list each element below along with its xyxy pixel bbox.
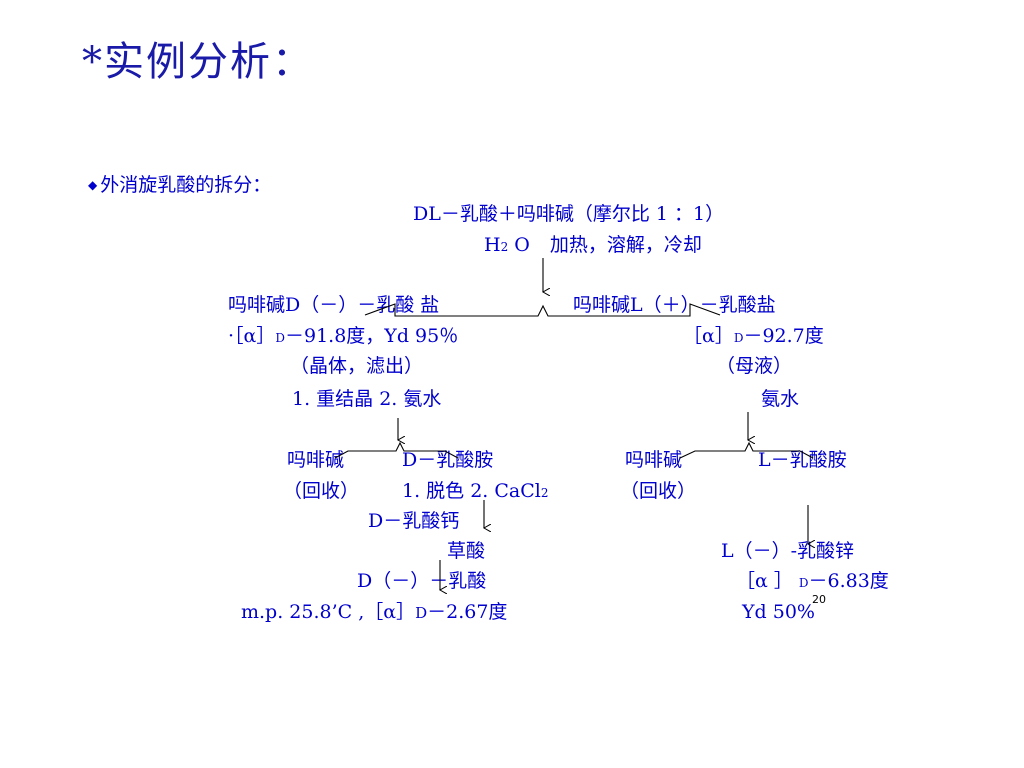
split-bracket-right <box>679 441 814 459</box>
start-material: DL－乳酸＋吗啡碱（摩尔比 1 ：1） <box>413 203 725 225</box>
zinc-yield: Yd 50% <box>742 601 815 623</box>
slide-title: *实例分析： <box>82 39 314 85</box>
zinc-rotation-value: －6.83度 <box>808 570 889 592</box>
left-product-steps-sub: 2 <box>540 486 549 500</box>
left-rotation: ·［α］D－91.8度，Yd 95％ <box>228 327 458 346</box>
diamond-bullet-icon: ◆ <box>88 178 98 192</box>
right-salt: 吗啡碱L（＋）－乳酸盐 <box>573 294 776 316</box>
left-product-steps: 1. 脱色 2. CaCl2 <box>402 482 549 501</box>
bullet-item: ◆外消旋乳酸的拆分： <box>88 176 271 195</box>
left-state: （晶体，滤出） <box>290 355 424 377</box>
left-recover-name: 吗啡碱 <box>287 449 345 471</box>
right-rotation-value: －92.7度 <box>743 325 824 347</box>
split-bracket-top <box>364 303 721 317</box>
bullet-text: 外消旋乳酸的拆分： <box>100 174 272 196</box>
left-steps: 1. 重结晶 2. 氨水 <box>292 388 442 410</box>
split-bracket-left <box>334 441 459 459</box>
zinc-rotation: ［α ］ D－6.83度 <box>736 572 889 591</box>
condition-h: H <box>484 234 501 256</box>
right-rotation: ［α］D－92.7度 <box>683 327 824 346</box>
page-number: 20 <box>812 593 826 606</box>
calcium-salt: D－乳酸钙 <box>368 510 460 532</box>
condition-subscript: 2 <box>500 240 509 254</box>
final-left-props-text: m.p. 25.8’C ,［α］ <box>241 601 416 623</box>
condition-o: O <box>508 234 530 256</box>
right-rotation-alpha: ［α］ <box>683 325 734 347</box>
left-salt: 吗啡碱D（－）－乳酸 盐 <box>228 294 440 316</box>
final-left-product: D（－）－乳酸 <box>357 570 487 592</box>
reaction-condition: H2 O 加热，溶解，冷却 <box>484 236 702 255</box>
zinc-salt: L（－）-乳酸锌 <box>721 540 855 562</box>
right-recover-tag: （回收） <box>620 480 697 502</box>
left-rotation-alpha: ·［α］ <box>228 325 276 347</box>
zinc-rotation-sub: D <box>798 576 809 590</box>
left-product-steps-text: 1. 脱色 2. CaCl <box>402 480 541 502</box>
zinc-rotation-alpha: ［α ］ <box>736 570 793 592</box>
final-left-props-sub: D <box>415 604 428 622</box>
left-rotation-sub: D <box>275 331 285 345</box>
final-left-props: m.p. 25.8’C ,［α］D－2.67度 <box>241 603 507 622</box>
right-recover-name: 吗啡碱 <box>625 449 683 471</box>
left-recover-tag: （回收） <box>283 480 360 502</box>
condition-text: 加热，溶解，冷却 <box>549 234 702 256</box>
right-step: 氨水 <box>761 388 800 410</box>
final-left-props-value: －2.67度 <box>427 601 508 623</box>
right-product: L－乳酸胺 <box>758 449 847 471</box>
oxalic-acid: 草酸 <box>447 540 486 562</box>
right-rotation-sub: D <box>733 331 744 345</box>
left-product: D－乳酸胺 <box>402 449 494 471</box>
left-rotation-value: －91.8度，Yd 95％ <box>285 325 459 347</box>
right-state: （母液） <box>716 355 793 377</box>
